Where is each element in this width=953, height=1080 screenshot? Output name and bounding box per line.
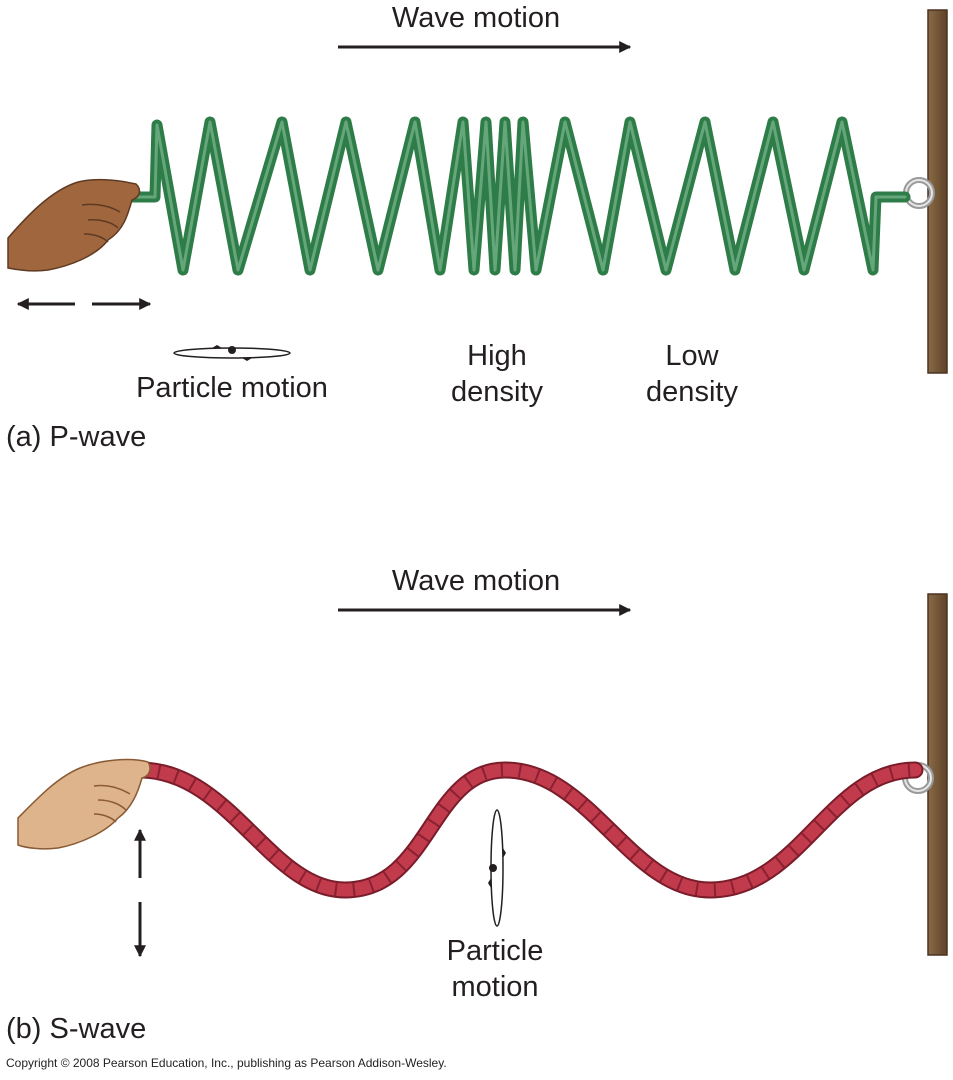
s-wave-panel [17, 593, 948, 958]
copyright-notice: Copyright © 2008 Pearson Education, Inc.… [6, 1056, 447, 1070]
s-wave-caption: (b) S-wave [6, 1013, 147, 1045]
low-density-label-line1: Low [665, 340, 719, 372]
rope [131, 761, 924, 899]
p-wave-panel [7, 9, 948, 374]
high-density-label-line2: density [451, 376, 543, 408]
hand-icon [7, 178, 141, 272]
particle-motion-label-b-line1: Particle [446, 935, 544, 967]
particle-motion-label: Particle motion [136, 372, 328, 404]
wave-motion-label: Wave motion [391, 2, 561, 34]
hand-icon-b [17, 758, 151, 850]
particle-motion-label-b-line2: motion [451, 971, 539, 1003]
p-wave-caption: (a) P-wave [6, 421, 147, 453]
particle-motion-orbit-b [488, 809, 506, 927]
particle-motion-orbit [173, 345, 291, 361]
spring-coil [126, 116, 911, 276]
low-density-label-line2: density [646, 376, 738, 408]
high-density-label-line1: High [467, 340, 527, 372]
wall [927, 9, 948, 374]
wave-motion-label-b: Wave motion [391, 565, 561, 597]
